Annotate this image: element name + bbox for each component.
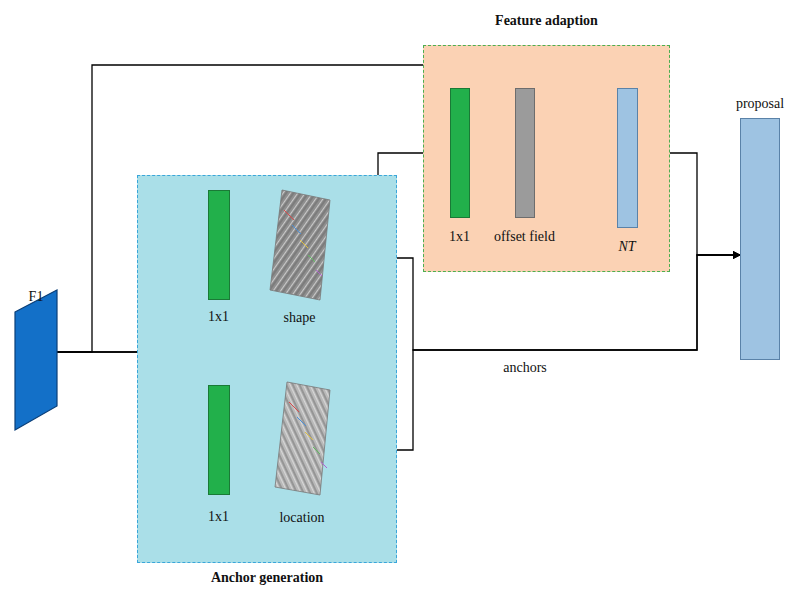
feature-map-shape xyxy=(15,290,57,430)
node-label: shape xyxy=(284,310,316,325)
node-label: 1x1 xyxy=(208,509,229,524)
module-region: Anchor generation1x1shape1x1location xyxy=(137,175,397,563)
node-label: 1x1 xyxy=(449,229,470,244)
node-label: 1x1 xyxy=(208,309,229,324)
node-label: Anchor generation xyxy=(211,570,323,585)
shape-map: shape xyxy=(270,190,330,300)
node-title: F1 xyxy=(29,289,44,304)
proposal-layer: proposal xyxy=(740,118,780,360)
conv-layer: 1x1 xyxy=(208,385,230,495)
node-label: location xyxy=(279,510,324,525)
node-label: offset field xyxy=(494,229,555,244)
conv-layer: 1x1 xyxy=(208,190,230,300)
location-map-image xyxy=(275,382,330,495)
conv-layer: 1x1 xyxy=(450,88,470,218)
node-label: NT xyxy=(618,239,635,254)
location-map: location xyxy=(275,382,330,495)
offset-layer: offset field xyxy=(515,88,535,218)
edge-label: anchors xyxy=(501,360,549,376)
shape-map-image xyxy=(270,190,330,300)
node-title: Feature adaption xyxy=(495,13,598,28)
feature-map: F1 xyxy=(15,290,57,430)
node-title: proposal xyxy=(736,96,784,111)
adapted-feature: NT xyxy=(617,88,638,228)
module-region: Feature adaption1x1offset fieldNT xyxy=(423,45,670,272)
